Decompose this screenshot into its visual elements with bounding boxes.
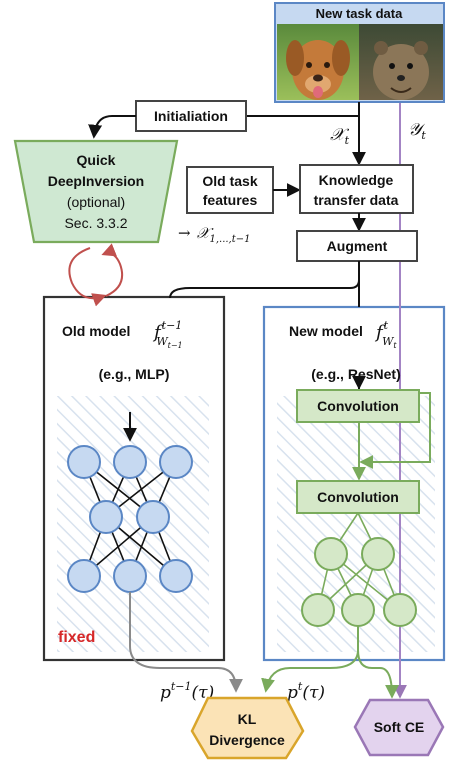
conv2-label: Convolution xyxy=(317,489,399,505)
new-to-ce-arrow xyxy=(357,626,399,699)
initialisation-label: Initialiation xyxy=(154,108,228,124)
knowledge-line1: Knowledge xyxy=(319,172,394,188)
old-task-features-box xyxy=(186,166,274,214)
new-to-kl-arrow xyxy=(261,626,359,693)
old-features-line2: features xyxy=(203,192,258,208)
old-model-example: (e.g., MLP) xyxy=(99,366,170,382)
knowledge-line2: transfer data xyxy=(314,192,399,208)
augment-to-old-line xyxy=(169,261,360,299)
quick-deepinversion-box: Quick DeepInversion (optional) Sec. 3.3.… xyxy=(13,139,179,244)
old-model-title: Old model xyxy=(62,323,130,339)
refresh-loop-icon xyxy=(68,243,124,307)
section-label: Sec. 3.3.2 xyxy=(64,215,127,231)
old-features-line1: Old task xyxy=(202,173,257,189)
kl-line1: KL xyxy=(238,711,257,727)
conv1-box xyxy=(296,389,420,423)
optional-label: (optional) xyxy=(67,194,125,210)
kl-line2: Divergence xyxy=(209,732,285,748)
new-model-title: New model xyxy=(289,323,363,339)
initialisation-box xyxy=(135,100,247,132)
conv1-label: Convolution xyxy=(317,398,399,414)
old-to-kl-arrow xyxy=(129,592,243,693)
fixed-label: fixed xyxy=(58,629,95,646)
old-range-label: →𝒳1,...,t−1 xyxy=(178,224,251,245)
deepinversion-label: DeepInversion xyxy=(48,173,144,189)
quick-label: Quick xyxy=(77,152,116,168)
kl-divergence-box xyxy=(190,696,305,760)
dog-photo xyxy=(277,24,359,100)
y-t-label: 𝒴t xyxy=(408,120,426,142)
x-t-label: 𝒳t xyxy=(330,125,350,147)
soft-ce-box xyxy=(353,698,445,757)
p-new-label: pt(τ) xyxy=(287,680,325,703)
mlp-network xyxy=(67,445,193,593)
knowledge-transfer-box xyxy=(299,164,414,214)
new-task-title: New task data xyxy=(316,6,403,21)
new-model-example: (e.g., ResNet) xyxy=(311,366,400,382)
augment-label: Augment xyxy=(327,238,388,254)
soft-ce-label: Soft CE xyxy=(374,719,425,735)
augment-box xyxy=(296,230,418,262)
init-to-quick-arrow xyxy=(88,115,136,139)
new-task-data: New task data xyxy=(274,2,445,103)
head-network xyxy=(301,512,417,627)
quokka-photo xyxy=(359,24,443,100)
